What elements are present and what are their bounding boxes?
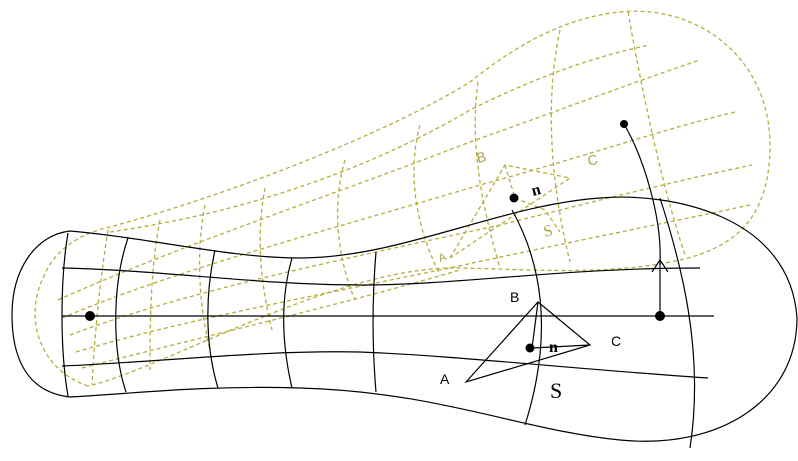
original-label-s: S: [550, 378, 562, 403]
original-label-a: A: [440, 371, 450, 387]
rotated-section: [627, 11, 686, 256]
original-long-line: [61, 267, 701, 286]
original-section: [115, 237, 129, 393]
original-triangle: [464, 301, 592, 384]
rotated-section: [259, 187, 273, 331]
rotation-arc: [623, 123, 661, 263]
rotated-normal-point: [509, 193, 519, 203]
rotated-long-line: [109, 44, 651, 233]
original-section: [283, 257, 293, 389]
original-shape: [11, 123, 798, 449]
original-section: [511, 209, 543, 426]
rotated-long-line: [57, 59, 701, 301]
rotated-long-line: [75, 204, 751, 353]
rotated-triangle: [449, 164, 572, 259]
rotated-label-a: A: [437, 251, 449, 265]
rotated-label-b: B: [475, 148, 488, 166]
rotated-axis-point: [620, 120, 628, 128]
rotated-outline: [34, 10, 771, 387]
rotated-label-n: n: [530, 181, 543, 200]
rotated-section: [474, 81, 501, 269]
rotated-section: [413, 124, 441, 276]
axis-point: [655, 311, 665, 321]
left-center-point: [85, 311, 95, 321]
rotated-section: [91, 229, 109, 385]
original-long-line: [61, 351, 709, 379]
rotated-section: [149, 219, 161, 371]
original-section: [207, 249, 219, 389]
rotated-long-line: [81, 269, 461, 369]
original-label-n: n: [549, 339, 558, 356]
rotated-label-s: S: [542, 222, 555, 241]
rotation-arrowhead: [651, 258, 669, 273]
original-normal-point: [525, 343, 535, 353]
original-section: [659, 197, 696, 449]
original-label-b: B: [510, 289, 519, 305]
rotated-section: [198, 204, 211, 351]
rotated-section: [336, 159, 356, 301]
original-label-c: C: [611, 333, 621, 349]
original-section: [372, 251, 377, 393]
rotated-long-line: [69, 164, 753, 336]
rotated-long-line: [61, 111, 736, 319]
rotated-section: [550, 29, 571, 263]
original-outline: [11, 196, 798, 442]
original-section: [61, 232, 69, 397]
rotated-label-c: C: [586, 151, 600, 169]
rotated-shape: [34, 10, 771, 387]
